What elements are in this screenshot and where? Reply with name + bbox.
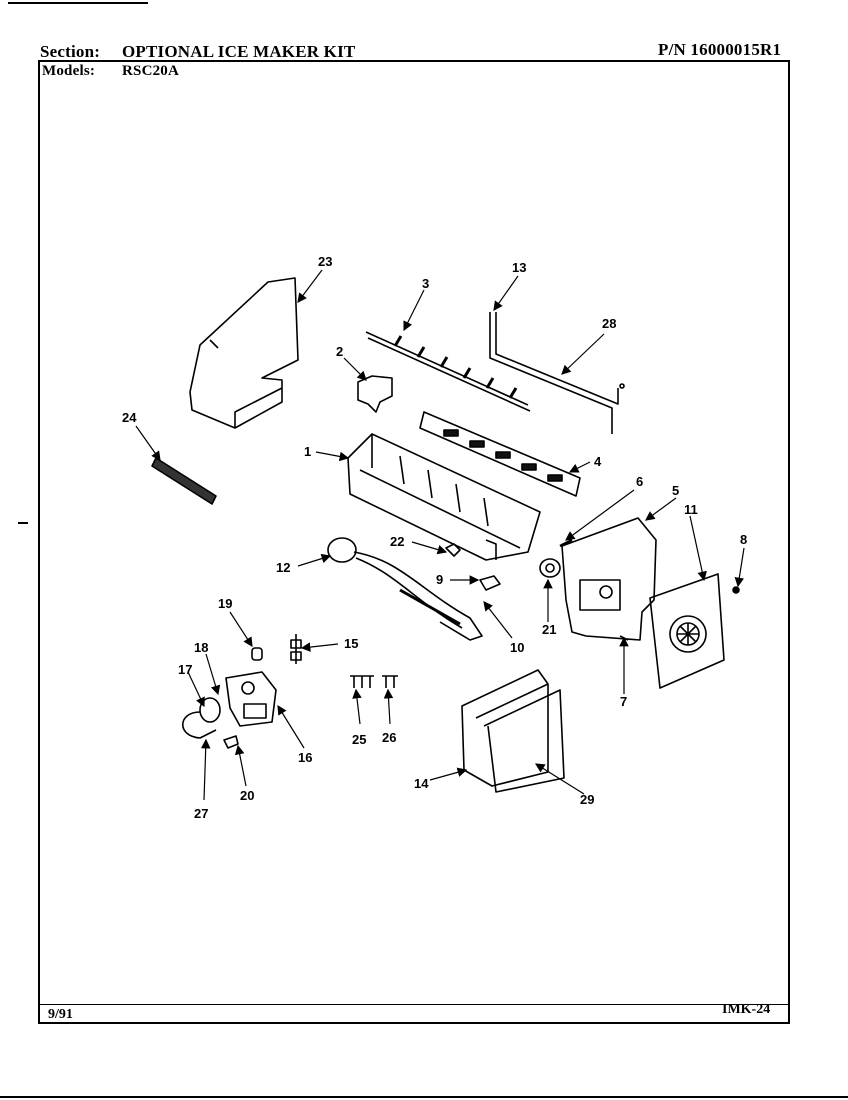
- callout-15: 15: [344, 636, 358, 651]
- callout-29: 29: [580, 792, 594, 807]
- part-20-clamp: [223, 735, 239, 749]
- part-25-26-screws: [350, 675, 398, 688]
- callout-22: 22: [390, 534, 404, 549]
- part-number: P/N 16000015R1: [658, 40, 782, 59]
- part-4-stripper: [419, 411, 581, 497]
- callout-12: 12: [276, 560, 290, 575]
- callout-10: 10: [510, 640, 524, 655]
- callout-6: 6: [636, 474, 643, 489]
- part-6-screw: [559, 538, 573, 548]
- callout-28: 28: [602, 316, 616, 331]
- part-28-arm: [489, 312, 625, 434]
- callout-23: 23: [318, 254, 332, 269]
- part-15-fitting: [290, 634, 302, 664]
- part-24-rod: [151, 457, 217, 505]
- callout-5: 5: [672, 483, 679, 498]
- callout-26: 26: [382, 730, 396, 745]
- callout-4: 4: [594, 454, 602, 469]
- part-3-ejector: [365, 331, 531, 412]
- part-11-motor: [649, 573, 725, 689]
- models-label: Models:: [42, 63, 96, 79]
- callout-2: 2: [336, 344, 343, 359]
- callout-19: 19: [218, 596, 232, 611]
- part-2-bracket: [357, 375, 393, 413]
- section-label: Section:: [40, 42, 101, 61]
- callout-9: 9: [436, 572, 443, 587]
- callout-3: 3: [422, 276, 429, 291]
- part-16-valve: [182, 671, 277, 739]
- part-14-bin: [461, 669, 565, 793]
- diagram-frame: [38, 60, 790, 1024]
- callout-24: 24: [122, 410, 137, 425]
- top-rule: [8, 2, 148, 4]
- callout-21: 21: [542, 622, 556, 637]
- callout-8: 8: [740, 532, 747, 547]
- callout-16: 16: [298, 750, 312, 765]
- callout-1: 1: [304, 444, 311, 459]
- callout-11: 11: [684, 502, 698, 517]
- part-23-shroud: [189, 277, 299, 429]
- callout-13: 13: [512, 260, 526, 275]
- callout-17: 17: [178, 662, 192, 677]
- footer-date: 9/91: [48, 1007, 73, 1022]
- section-title: OPTIONAL ICE MAKER KIT: [122, 42, 356, 61]
- callout-25: 25: [352, 732, 366, 747]
- footer-page-code: IMK-24: [722, 1002, 771, 1017]
- part-9-clip: [479, 575, 501, 591]
- callout-18: 18: [194, 640, 208, 655]
- callout-7: 7: [620, 694, 627, 709]
- part-21-gear: [539, 558, 561, 578]
- bottom-rule: [0, 1096, 848, 1098]
- callout-14: 14: [414, 776, 429, 791]
- part-22-clip: [445, 543, 461, 557]
- part-19-cap: [251, 647, 263, 661]
- footer-rule: [38, 1004, 790, 1005]
- left-mark: [18, 522, 28, 524]
- callout-20: 20: [240, 788, 254, 803]
- part-12-harness: [327, 537, 483, 641]
- models-value: RSC20A: [122, 63, 180, 79]
- part-8-screw: [732, 586, 740, 594]
- part-5-housing: [561, 517, 657, 641]
- part-1-mold: [347, 433, 541, 561]
- callout-27: 27: [194, 806, 208, 821]
